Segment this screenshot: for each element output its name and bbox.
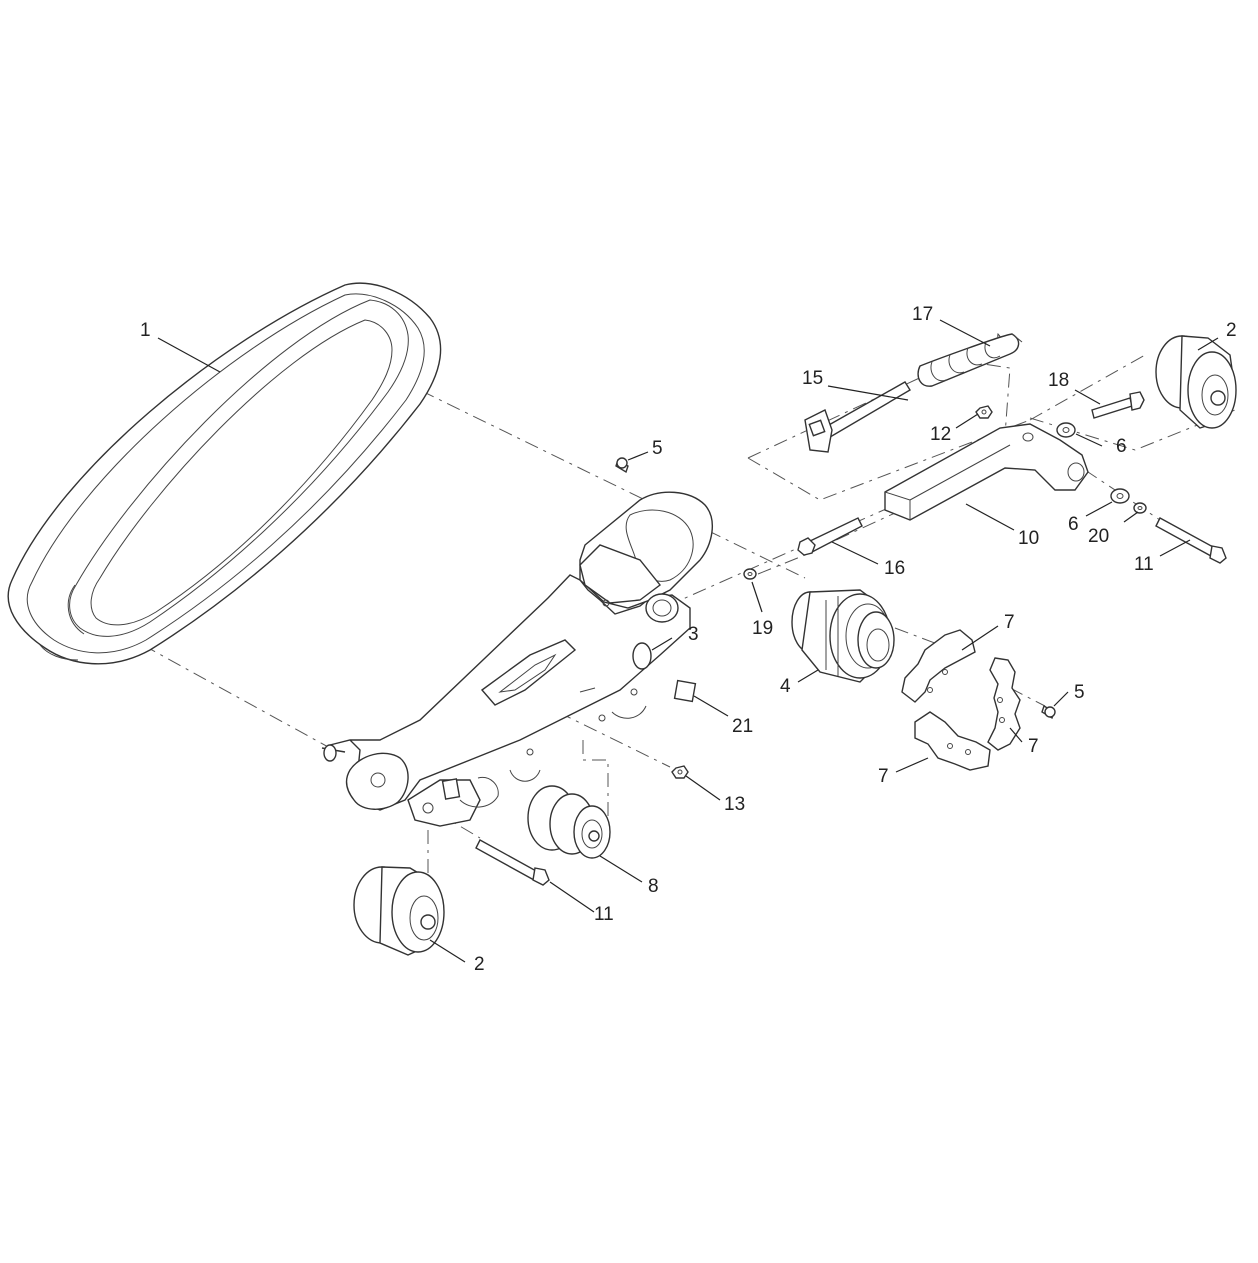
callout-10: 10 <box>1018 528 1039 549</box>
screw-5-lower <box>1041 704 1056 720</box>
bolt-18 <box>1091 391 1145 419</box>
callout-13: 13 <box>724 794 745 815</box>
callout-11-lower: 11 <box>594 904 614 925</box>
callout-7-top: 7 <box>1004 612 1015 633</box>
track-belt <box>7 282 442 665</box>
callout-2-lower: 2 <box>474 954 485 975</box>
leader-lines <box>157 319 1219 963</box>
callout-16: 16 <box>884 558 905 579</box>
callout-18: 18 <box>1048 370 1069 391</box>
callout-15: 15 <box>802 368 823 389</box>
callout-19: 19 <box>752 618 773 639</box>
washer-20 <box>1133 502 1147 514</box>
callout-12: 12 <box>930 424 951 445</box>
idler-wheel-upper <box>1155 335 1237 429</box>
mid-roller <box>527 785 611 859</box>
idler-wheel-lower <box>353 866 445 956</box>
screw-5-upper <box>615 457 629 474</box>
bolt-11-lower <box>475 839 550 886</box>
callout-5-upper: 5 <box>652 438 663 459</box>
washer-6-lower <box>1110 488 1130 504</box>
washer-19 <box>743 568 757 580</box>
callout-7-right: 7 <box>1028 736 1039 757</box>
callout-2-upper: 2 <box>1226 320 1237 341</box>
sprocket-segments <box>901 629 1021 771</box>
drive-motor <box>791 589 895 683</box>
callout-4: 4 <box>780 676 791 697</box>
callout-8: 8 <box>648 876 659 897</box>
callout-1: 1 <box>140 320 151 341</box>
callout-20: 20 <box>1088 526 1109 547</box>
bolt-16 <box>797 517 863 556</box>
nut-13 <box>671 765 689 779</box>
callout-7-left: 7 <box>878 766 889 787</box>
callout-21: 21 <box>732 716 753 737</box>
callout-11-upper: 11 <box>1134 554 1154 575</box>
spring <box>917 332 1023 387</box>
callouts: 1 2 2 3 4 5 5 6 6 7 7 7 8 10 11 11 12 13… <box>140 304 1237 975</box>
callout-3: 3 <box>688 624 699 645</box>
callout-6-upper: 6 <box>1116 436 1127 457</box>
track-frame <box>321 491 713 827</box>
tension-rod <box>804 381 911 453</box>
washer-6-upper <box>1056 422 1076 438</box>
callout-6-lower: 6 <box>1068 514 1079 535</box>
tension-arm <box>884 423 1089 521</box>
bolt-11-upper <box>1155 517 1227 564</box>
callout-17: 17 <box>912 304 933 325</box>
decal <box>673 679 697 703</box>
callout-5-lower: 5 <box>1074 682 1085 703</box>
nut-12 <box>975 405 993 419</box>
